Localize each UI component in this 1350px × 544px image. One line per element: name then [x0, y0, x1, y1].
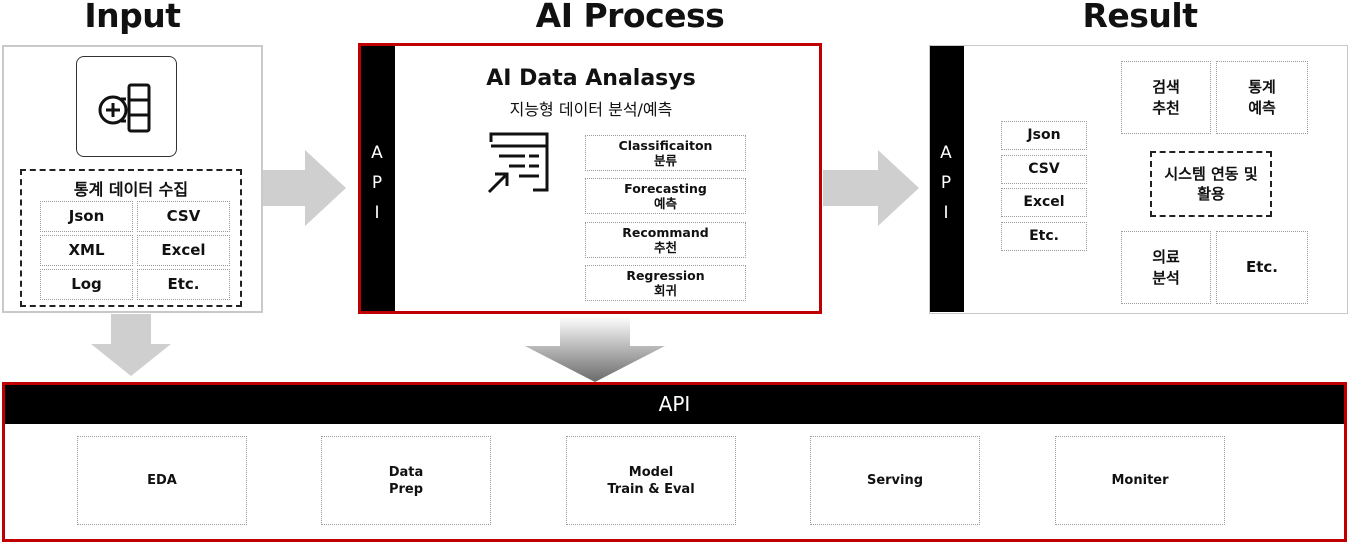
result-format-excel: Excel — [1001, 188, 1087, 217]
arrow-input-to-process-icon — [262, 150, 346, 226]
method-classification: Classificaiton 분류 — [585, 135, 746, 171]
pipeline-step-eda: EDA — [77, 436, 247, 525]
result-heading: Result — [1082, 0, 1198, 35]
process-title: AI Data Analasys — [486, 66, 696, 91]
input-format-xml: XML — [40, 235, 133, 266]
pipeline-api-bar: API — [5, 385, 1344, 424]
method-recommand: Recommand 추천 — [585, 222, 746, 258]
result-search-recommend: 검색 추천 — [1121, 61, 1211, 134]
input-format-excel: Excel — [137, 235, 230, 266]
arrow-input-down-icon — [91, 314, 171, 376]
result-format-etc: Etc. — [1001, 222, 1087, 251]
data-collection-title: 통계 데이터 수집 — [73, 180, 189, 199]
method-regression: Regression 회귀 — [585, 265, 746, 301]
method-label-ko: 추천 — [653, 240, 677, 255]
result-stats-forecast: 통계 예측 — [1216, 61, 1308, 134]
data-collection-group: 통계 데이터 수집 Json CSV XML Excel Log Etc. — [20, 169, 242, 307]
pipeline-step-line1: Serving — [866, 473, 924, 488]
method-label-en: Recommand — [622, 225, 709, 240]
result-etc: Etc. — [1216, 231, 1308, 304]
result-box-line2: 예측 — [1248, 98, 1276, 117]
process-subtitle: 지능형 데이터 분석/예측 — [509, 100, 673, 119]
process-api-letter: P — [371, 173, 385, 193]
method-label-en: Regression — [626, 268, 705, 283]
method-label-ko: 회귀 — [653, 283, 677, 298]
data-analysis-icon — [485, 130, 555, 196]
input-panel: 통계 데이터 수집 Json CSV XML Excel Log Etc. — [2, 45, 263, 313]
result-medical-analysis: 의료 분석 — [1121, 231, 1211, 304]
result-api-letter: P — [940, 173, 954, 193]
pipeline-step-serving: Serving — [810, 436, 980, 525]
process-api-letter: I — [374, 203, 382, 223]
result-format-csv: CSV — [1001, 155, 1087, 184]
result-api-letter: I — [943, 203, 951, 223]
input-format-csv: CSV — [137, 201, 230, 232]
pipeline-step-line1: Moniter — [1111, 473, 1169, 488]
ai-process-heading: AI Process — [535, 0, 725, 35]
arrow-process-down-icon — [525, 316, 665, 382]
input-heading: Input — [84, 0, 181, 35]
pipeline-step-moniter: Moniter — [1055, 436, 1225, 525]
process-api-letter: A — [371, 143, 385, 163]
result-api-letter: A — [940, 143, 954, 163]
input-format-etc: Etc. — [137, 269, 230, 300]
method-label-ko: 분류 — [653, 153, 677, 168]
data-plus-icon — [76, 56, 177, 157]
result-api-bar: A P I — [930, 46, 964, 312]
system-integration-line1: 시스템 연동 및 — [1164, 165, 1258, 183]
input-format-log: Log — [40, 269, 133, 300]
result-box-line1: 통계 — [1248, 77, 1276, 96]
arrow-process-to-result-icon — [823, 150, 919, 226]
pipeline-step-line1: Data — [388, 464, 424, 480]
result-box-line2: 분석 — [1152, 268, 1180, 287]
system-integration-line2: 활용 — [1197, 185, 1225, 203]
result-format-json: Json — [1001, 121, 1087, 150]
method-label-en: Classificaiton — [618, 138, 713, 153]
input-format-json: Json — [40, 201, 133, 232]
result-box-line2: 추천 — [1152, 98, 1180, 117]
pipeline-step-line1: Model — [628, 464, 674, 480]
pipeline-step-line1: EDA — [147, 473, 177, 488]
pipeline-step-data-prep: Data Prep — [321, 436, 491, 525]
process-api-bar: A P I — [361, 46, 395, 311]
pipeline-step-line2: Train & Eval — [607, 481, 695, 497]
result-box-line1: Etc. — [1245, 258, 1278, 276]
method-label-en: Forecasting — [624, 181, 707, 196]
pipeline-step-model: Model Train & Eval — [566, 436, 736, 525]
result-box-line1: 의료 — [1152, 247, 1180, 266]
result-box-line1: 검색 — [1152, 77, 1180, 96]
pipeline-step-line2: Prep — [388, 481, 424, 497]
ai-process-panel: A P I AI Data Analasys 지능형 데이터 분석/예측 Cla… — [358, 43, 822, 314]
method-label-ko: 예측 — [653, 196, 677, 211]
system-integration-box: 시스템 연동 및 활용 — [1150, 151, 1272, 217]
method-forecasting: Forecasting 예측 — [585, 178, 746, 214]
